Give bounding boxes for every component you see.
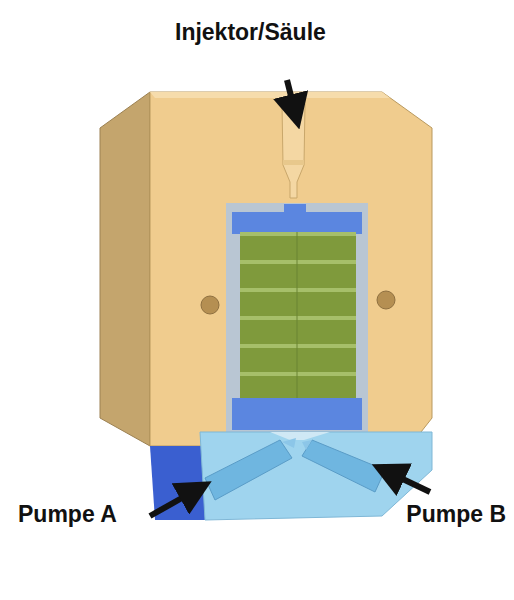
part-label: Pumpe A [18,502,117,527]
bore-step [283,160,304,165]
leader-arrow [150,490,196,516]
injector-bore [282,104,305,198]
part-label: Pumpe B [406,502,506,527]
mount-hole [377,291,395,309]
housing-front [150,92,432,446]
center-line [297,232,298,398]
mixing-point [270,432,330,440]
bottom-plate [232,398,362,430]
leader-arrow [287,80,295,112]
channel-b-tip [302,440,312,450]
mixing-stack [240,232,356,398]
top-plate [232,212,362,234]
channel-b [302,440,385,492]
housing-edge [150,92,390,98]
chamber [226,203,368,445]
part-label: Injektor/Säule [175,20,326,45]
housing-side [100,92,150,446]
leader-arrow [388,472,430,492]
channel-a [205,440,292,500]
mount-hole [201,296,219,314]
top-plate-neck [284,204,306,214]
base-block [200,432,432,520]
channel-a-tip [282,438,296,448]
